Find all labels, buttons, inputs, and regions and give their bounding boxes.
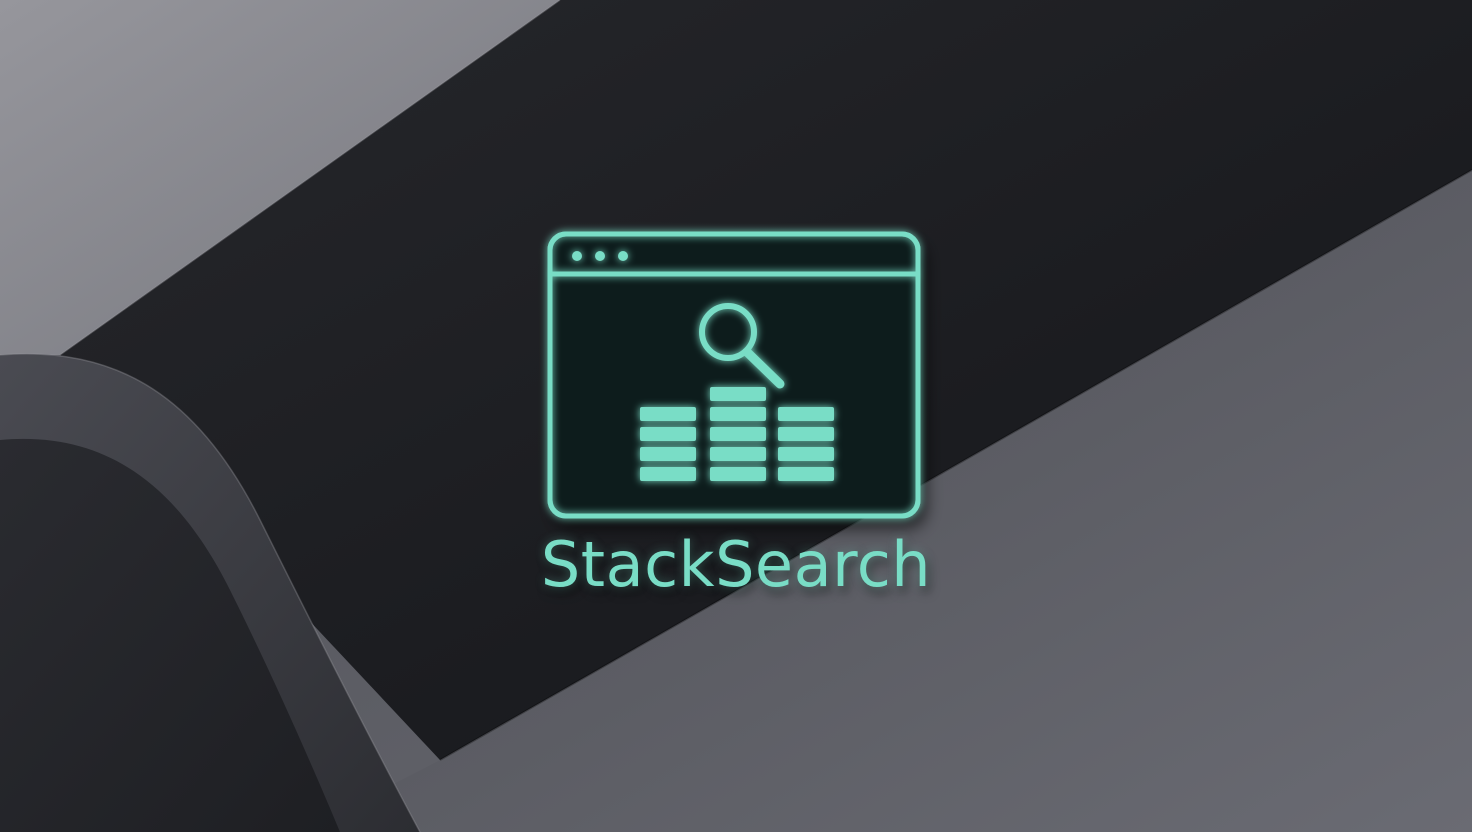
search-icon [699,303,785,389]
window-dot-1 [572,251,582,261]
browser-window-search-stack-icon [547,231,921,519]
brand-name: StackSearch [540,528,932,601]
window-dot-3 [618,251,628,261]
stack-icons [640,387,834,481]
window-dot-2 [595,251,605,261]
